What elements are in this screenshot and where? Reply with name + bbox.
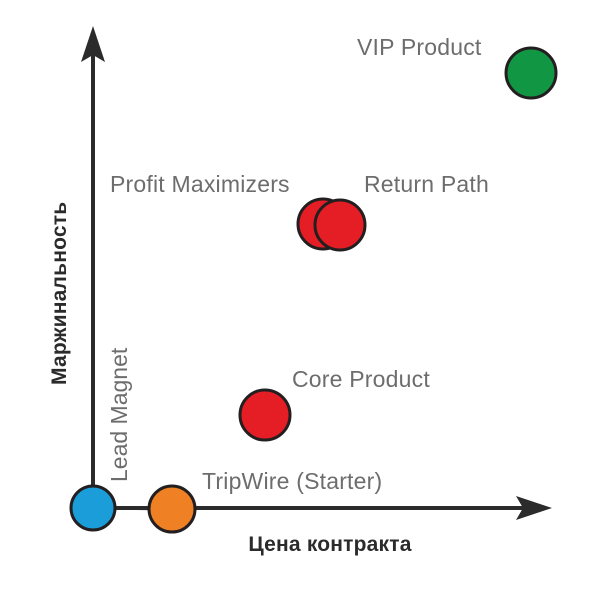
y-axis-title: Маржинальность [48,202,71,385]
label-return-path: Return Path [364,171,489,197]
label-vip-product: VIP Product [357,34,482,60]
label-tripwire-starter: TripWire (Starter) [202,468,382,494]
axis-group [81,26,552,520]
bubble-core-product[interactable] [238,388,292,442]
label-core-product: Core Product [292,366,430,392]
label-profit-maximizers: Profit Maximizers [110,171,290,197]
bubble-vip-product[interactable] [504,46,558,100]
y-axis-arrow-icon [81,26,105,62]
bubble-lead-magnet[interactable] [69,484,117,532]
x-axis-title: Цена контракта [248,533,411,556]
bubble-return-path[interactable] [313,198,367,252]
bubble-tripwire-starter[interactable] [147,484,197,534]
label-lead-magnet: Lead Magnet [106,347,132,482]
x-axis-arrow-icon [516,496,552,520]
